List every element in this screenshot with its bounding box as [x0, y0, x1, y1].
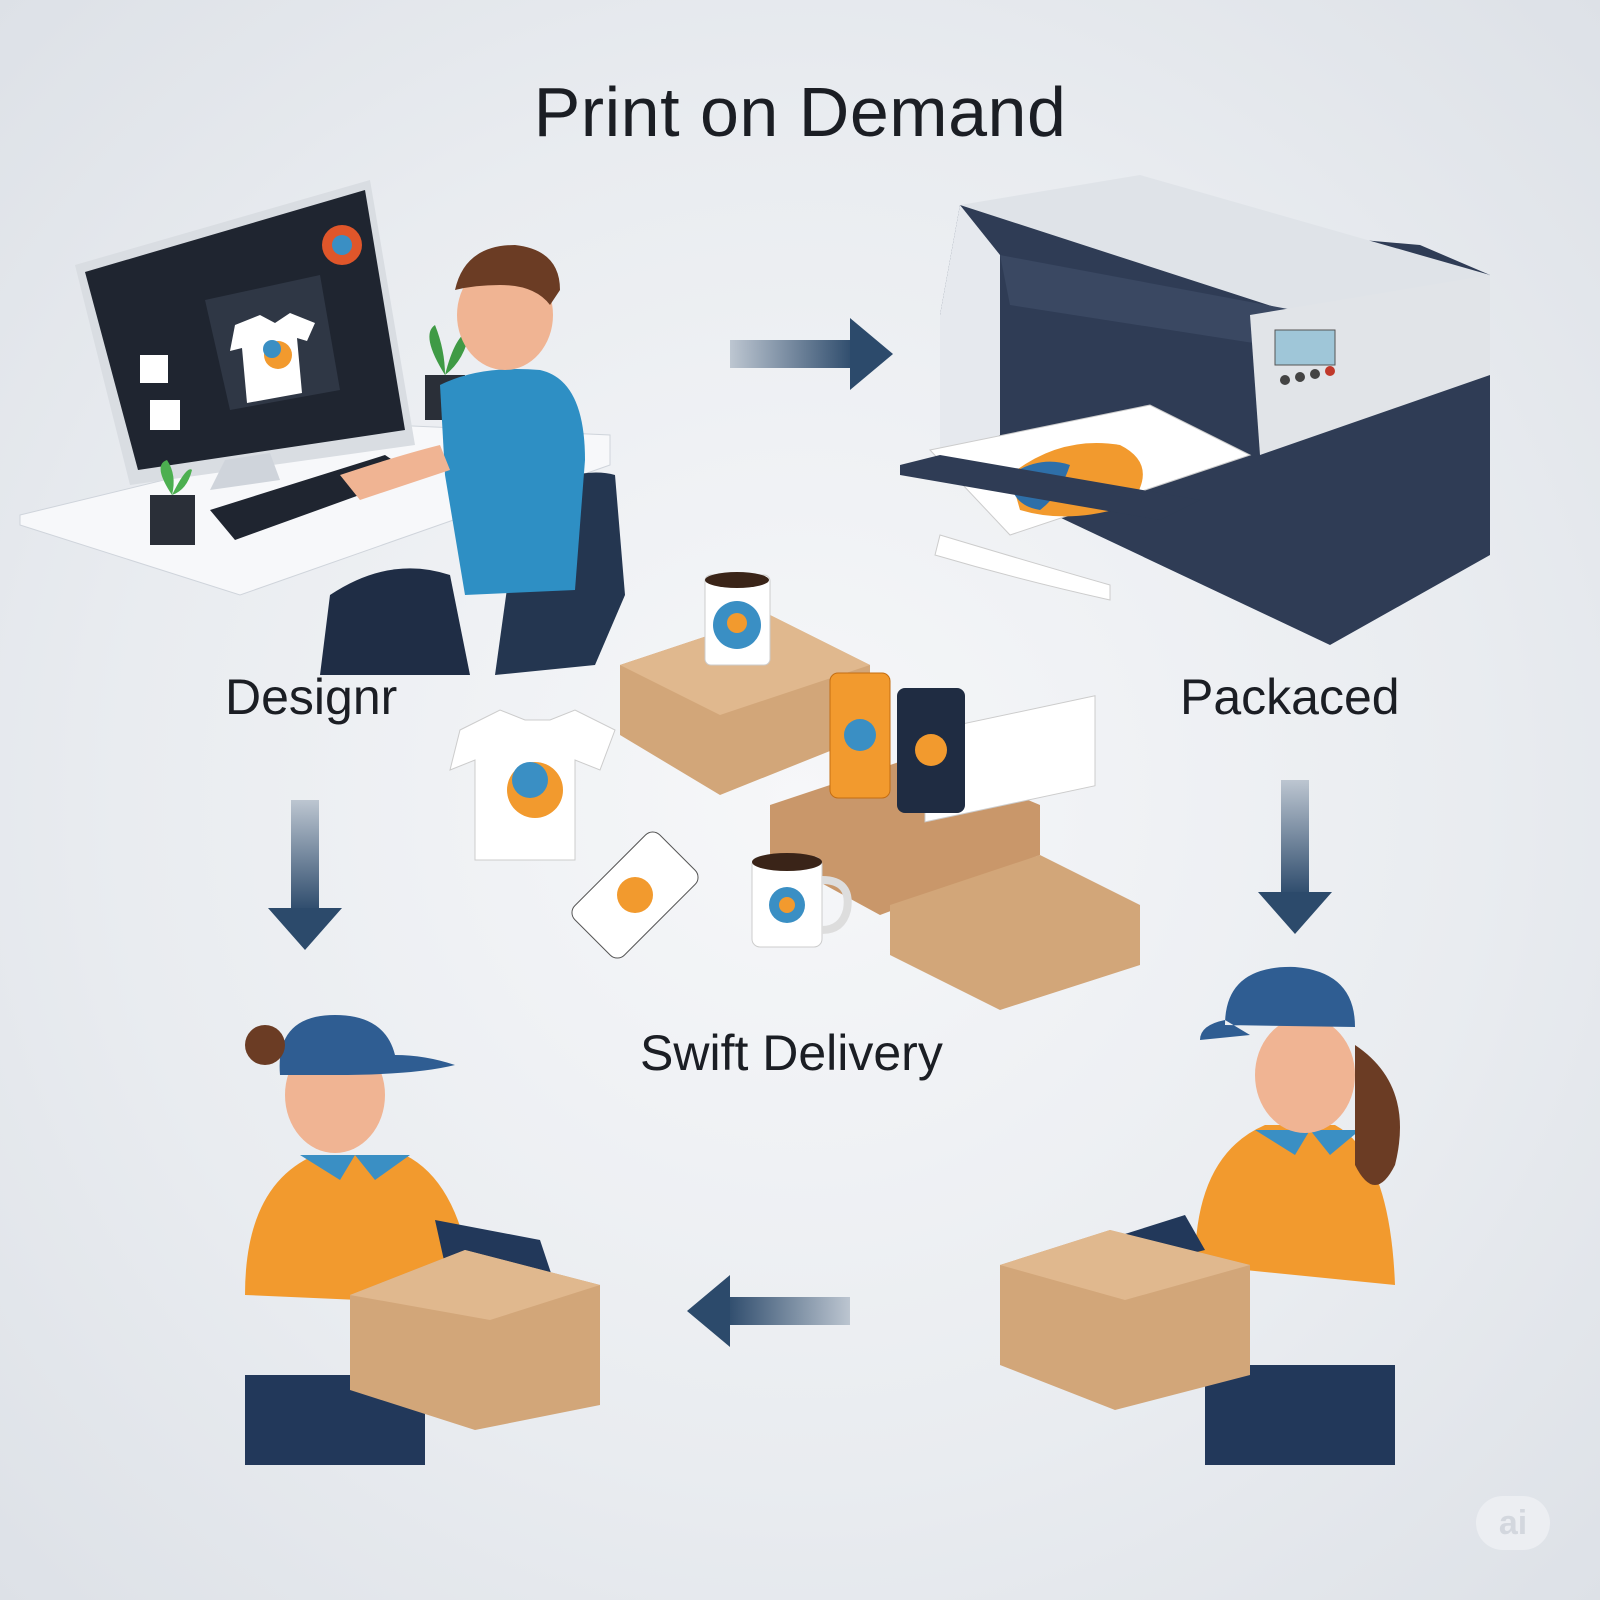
- step-label-delivery: Swift Delivery: [640, 1025, 943, 1081]
- products-illustration: [449, 572, 1140, 1010]
- arrow-left-icon: [687, 1275, 850, 1347]
- courier-left-illustration: [245, 1015, 600, 1465]
- step-label-packaged: Packaced: [1180, 669, 1400, 725]
- arrow-down-left-icon: [268, 800, 342, 950]
- ai-watermark-badge: ai: [1476, 1496, 1550, 1550]
- courier-right-illustration: [1000, 966, 1400, 1465]
- page-title: Print on Demand: [533, 73, 1067, 151]
- step-label-designer: Designr: [225, 669, 398, 725]
- printer-illustration: [900, 175, 1490, 645]
- designer-illustration: [19, 180, 625, 675]
- arrow-right-icon: [730, 318, 893, 390]
- arrow-down-right-icon: [1258, 780, 1332, 934]
